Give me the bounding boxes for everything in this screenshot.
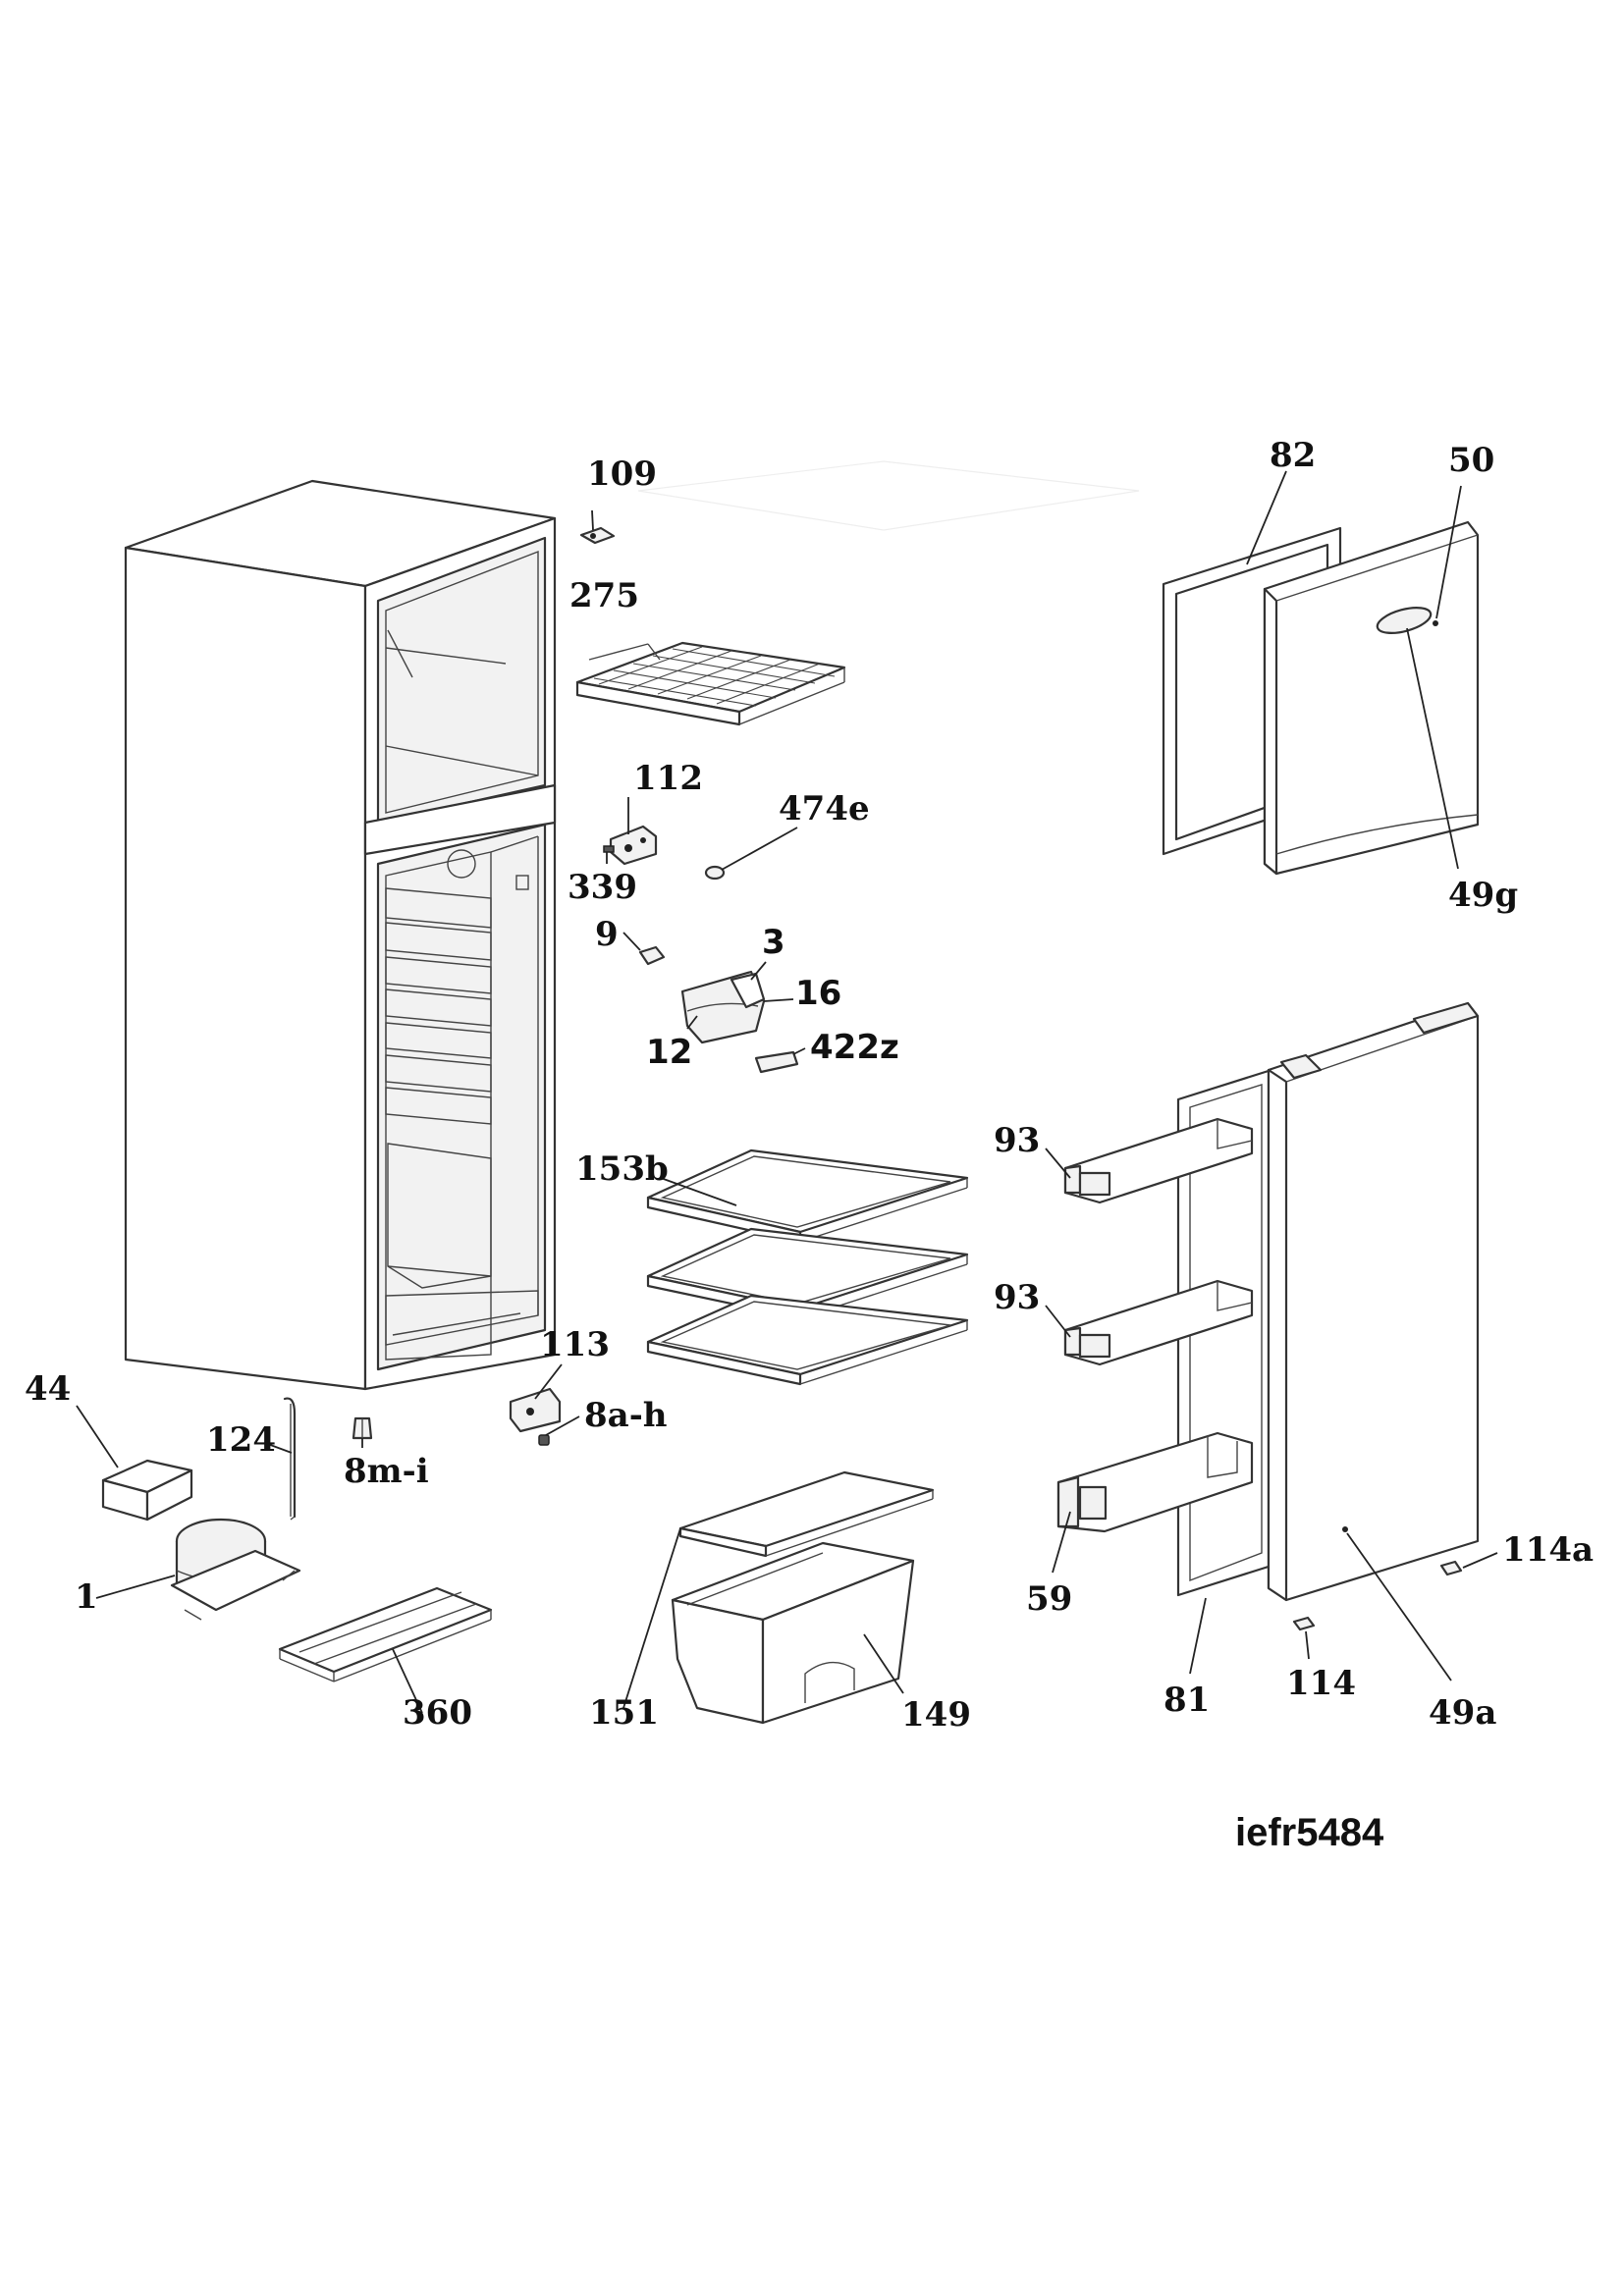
part-275-wire-shelf xyxy=(575,641,846,726)
callout-124: 124 xyxy=(206,1420,276,1460)
part-93-door-bin-middle xyxy=(1063,1279,1254,1366)
callout-275: 275 xyxy=(569,576,639,615)
model-code-label: iefr5484 xyxy=(1235,1811,1384,1854)
part-93-door-bin-upper xyxy=(1063,1117,1254,1204)
callout-149: 149 xyxy=(901,1695,971,1735)
callout-3: 3 xyxy=(762,923,785,962)
part-124-thermostat-tube xyxy=(283,1397,297,1521)
callout-422z: 422z xyxy=(810,1028,899,1067)
callout-59: 59 xyxy=(1026,1579,1073,1619)
callout-93-middle: 93 xyxy=(994,1278,1041,1317)
part-49a-fridge-door xyxy=(1267,1001,1480,1602)
part-112-hinge xyxy=(609,825,658,866)
part-422z-bulb xyxy=(754,1050,799,1074)
callout-82: 82 xyxy=(1270,436,1317,475)
leader-lines xyxy=(76,470,1498,1714)
part-114-hinge-pin xyxy=(1292,1616,1316,1631)
callout-113: 113 xyxy=(540,1325,610,1364)
part-151-crisper-cover xyxy=(678,1470,935,1558)
part-339-screw xyxy=(603,845,615,853)
part-59-door-bin-lower xyxy=(1056,1431,1254,1533)
callout-1: 1 xyxy=(75,1577,98,1617)
callout-153b: 153b xyxy=(575,1149,669,1189)
callout-49a: 49a xyxy=(1429,1693,1497,1733)
callout-151: 151 xyxy=(589,1693,659,1733)
part-474e-plug xyxy=(704,865,726,881)
part-9-switch xyxy=(638,945,666,966)
callout-112: 112 xyxy=(633,759,703,798)
part-1-compressor xyxy=(170,1518,301,1621)
callout-9: 9 xyxy=(595,915,619,954)
callout-8a-h: 8a-h xyxy=(584,1396,668,1435)
cabinet-body xyxy=(124,479,557,1391)
part-360-base-plate xyxy=(278,1586,493,1682)
callout-44: 44 xyxy=(25,1369,72,1409)
callout-49g: 49g xyxy=(1448,876,1519,915)
part-50-freezer-door xyxy=(1263,520,1480,876)
callout-8m-i: 8m-i xyxy=(344,1452,429,1491)
callout-339: 339 xyxy=(568,868,637,907)
callout-16: 16 xyxy=(795,974,842,1013)
part-149-crisper-drawer xyxy=(671,1541,915,1725)
part-12-lamp-housing xyxy=(680,970,766,1044)
callout-114: 114 xyxy=(1286,1664,1356,1703)
callout-12: 12 xyxy=(646,1033,693,1072)
part-44-relay-box xyxy=(101,1459,193,1522)
callout-474e: 474e xyxy=(779,789,870,828)
callout-81: 81 xyxy=(1163,1681,1211,1720)
part-153b-glass-shelves xyxy=(646,1148,969,1386)
callout-50: 50 xyxy=(1448,441,1495,480)
callout-360: 360 xyxy=(403,1693,472,1733)
part-114a-hinge-pin xyxy=(1439,1560,1463,1576)
part-8m-i-foot xyxy=(352,1416,373,1440)
part-8a-h-foot xyxy=(538,1434,550,1446)
ghost-outline xyxy=(637,460,1140,531)
part-109-clip xyxy=(579,526,616,545)
part-113-bottom-hinge xyxy=(509,1387,562,1433)
callout-114a: 114a xyxy=(1502,1530,1595,1570)
callout-93-upper: 93 xyxy=(994,1121,1041,1160)
callout-109: 109 xyxy=(587,454,657,494)
